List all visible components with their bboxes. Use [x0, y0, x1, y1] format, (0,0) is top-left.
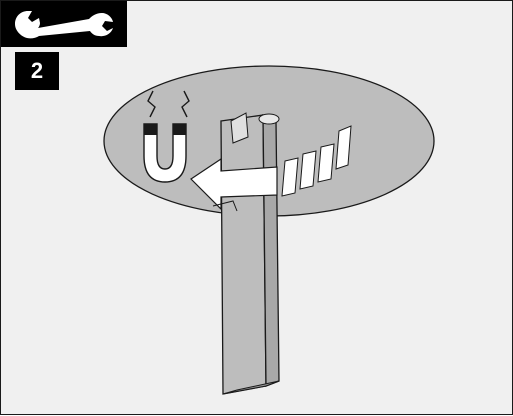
step-number: 2 [15, 52, 59, 90]
arrow-left-icon [190, 157, 278, 212]
bracket [230, 112, 249, 144]
wrench-icon [1, 1, 127, 47]
rod [220, 113, 280, 395]
slots [281, 125, 352, 197]
magnet-icon [143, 90, 190, 183]
